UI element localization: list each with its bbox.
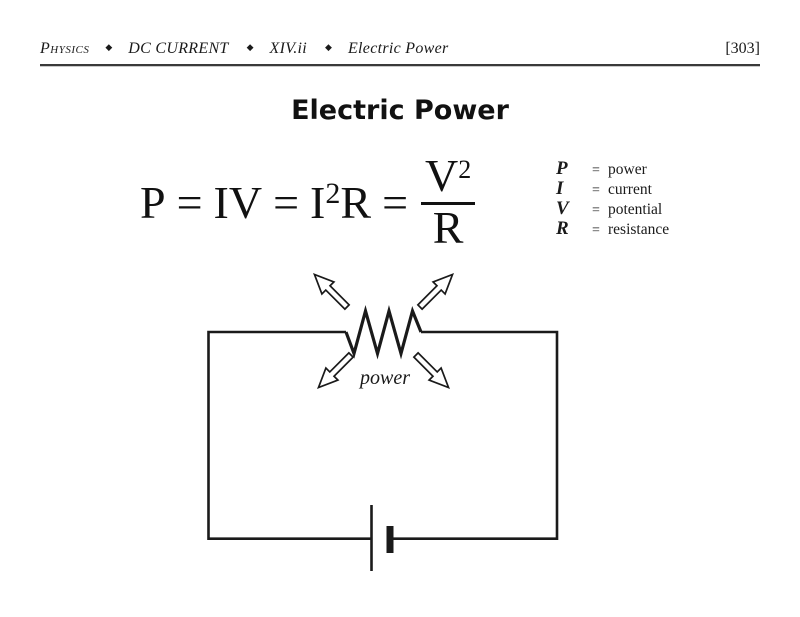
formula-I: I <box>310 176 326 228</box>
course-name: Physics <box>40 40 90 57</box>
formula-V: V <box>425 150 459 202</box>
power-arrow-upper-left-icon <box>307 267 354 314</box>
power-label: power <box>358 367 410 389</box>
chapter-name: DC CURRENT <box>128 40 229 57</box>
legend-symbol: P <box>556 158 568 179</box>
page-title: Electric Power <box>291 95 509 126</box>
formula-I-exponent: 2 <box>325 176 341 210</box>
fraction-V2-over-R: V2 R <box>421 153 476 253</box>
circuit-diagram: power <box>207 267 559 571</box>
equals-sign: = <box>176 176 203 228</box>
power-arrow-lower-right-icon <box>409 348 456 395</box>
formula-IV: IV <box>213 176 263 228</box>
formula-main: P=IV=I2R= <box>140 176 419 229</box>
power-arrow-lower-left-icon <box>311 348 358 395</box>
running-head: Physics ◆ DC CURRENT ◆ XIV.ii ◆ Electric… <box>40 40 760 62</box>
equals-sign: = <box>273 176 300 228</box>
fraction-denominator: R <box>432 201 464 253</box>
equals-sign: = <box>382 176 409 228</box>
diamond-separator-icon: ◆ <box>246 42 254 52</box>
legend-term: potential <box>608 201 663 218</box>
legend-row-potential: V = potential <box>556 198 669 219</box>
circuit-wire-right <box>392 330 559 540</box>
topic-name: Electric Power <box>347 40 449 57</box>
diamond-separator-icon: ◆ <box>325 42 332 52</box>
legend-term: current <box>608 181 652 198</box>
formula-P: P <box>140 176 166 228</box>
power-arrow-upper-right-icon <box>413 267 460 314</box>
power-formula: P=IV=I2R= V2 R <box>140 150 476 254</box>
legend-row-resistance: R = resistance <box>556 218 670 239</box>
equals-sign: = <box>592 183 600 198</box>
circuit-wire-left <box>207 330 371 540</box>
legend-symbol: R <box>556 218 569 239</box>
section-number: XIV.ii <box>269 40 308 57</box>
page-number: [303] <box>725 40 760 57</box>
header-rule <box>40 64 760 67</box>
legend-term: power <box>608 161 647 178</box>
legend-row-power: P = power <box>556 158 669 179</box>
legend-symbol: I <box>556 178 564 199</box>
legend-term: resistance <box>608 221 670 238</box>
variable-legend: P = power I = current V = potential R = … <box>556 158 670 239</box>
legend-symbol: V <box>556 198 569 219</box>
diamond-separator-icon: ◆ <box>105 42 113 52</box>
formula-R: R <box>340 176 372 228</box>
equals-sign: = <box>592 203 600 218</box>
formula-V-exponent: 2 <box>458 155 472 185</box>
fraction-bar <box>421 201 476 205</box>
fraction-numerator: V2 <box>421 153 475 199</box>
legend-row-current: I = current <box>556 178 669 199</box>
equals-sign: = <box>592 223 600 238</box>
equals-sign: = <box>592 163 600 178</box>
resistor-icon <box>344 304 423 360</box>
